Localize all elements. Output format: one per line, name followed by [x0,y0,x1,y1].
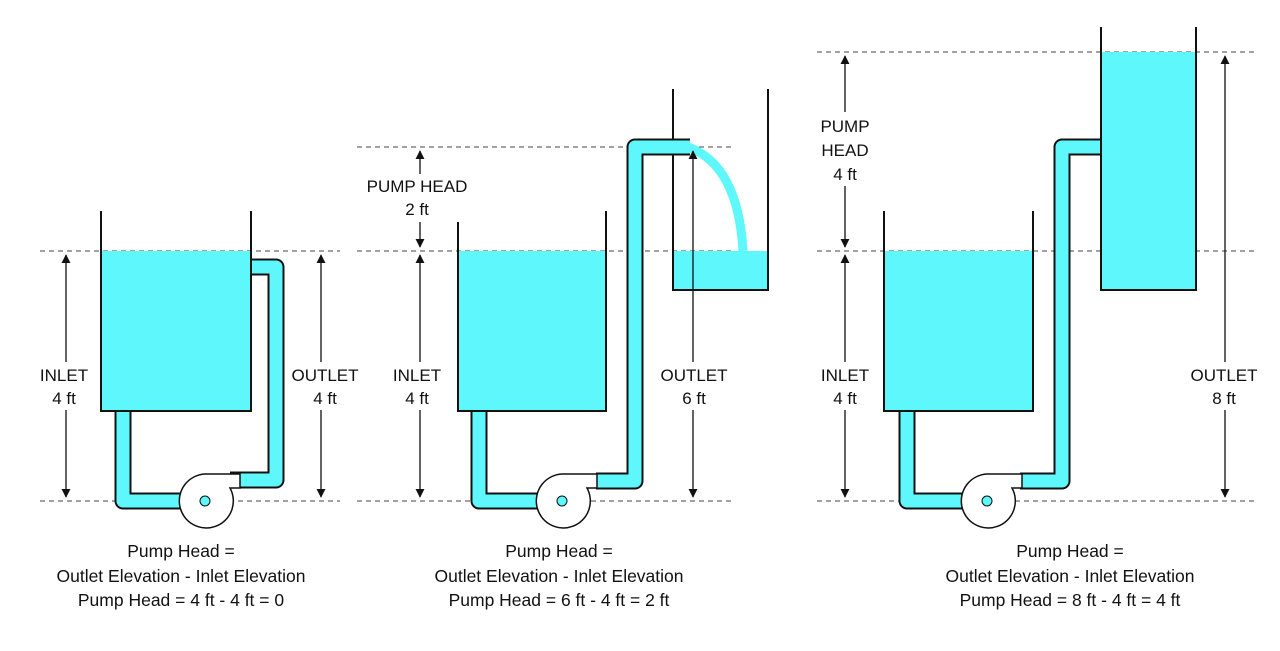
pump-head-value: 2 ft [405,200,429,219]
pump-head-label-2: HEAD [821,141,868,160]
outlet-label: OUTLET [1190,366,1257,385]
inlet-label: INLET [40,366,88,385]
caption-line-3: Pump Head = 8 ft - 4 ft = 4 ft [960,590,1181,610]
outlet-value: 4 ft [313,389,337,408]
water-stream [686,142,748,252]
outlet-tank [1100,27,1197,291]
panel-1: INLET 4 ft OUTLET 4 ft Pump Head = Outle… [36,211,359,610]
panel-2: PUMP HEAD 2 ft INLET 4 ft OUTLET 6 ft Pu… [357,89,769,610]
outlet-tank [672,89,769,291]
pump [535,473,598,529]
inlet-tank [883,211,1034,412]
inlet-pipe [898,411,987,510]
caption-line-2: Outlet Elevation - Inlet Elevation [56,566,305,586]
pump-head-value: 4 ft [833,165,857,184]
caption-line-1: Pump Head = [505,541,613,561]
outlet-pipe [596,138,690,490]
caption-line-2: Outlet Elevation - Inlet Elevation [945,566,1194,586]
outlet-value: 8 ft [1212,389,1236,408]
inlet-label: INLET [393,366,441,385]
inlet-tank [457,211,607,412]
caption-line-3: Pump Head = 4 ft - 4 ft = 0 [78,590,284,610]
pump-head-label: PUMP HEAD [367,177,468,196]
caption-line-2: Outlet Elevation - Inlet Elevation [434,566,683,586]
pump-head-label-1: PUMP [820,117,869,136]
inlet-value: 4 ft [405,389,429,408]
inlet-pipe [470,411,562,510]
inlet-label: INLET [821,366,869,385]
inlet-tank [100,211,252,412]
inlet-value: 4 ft [833,389,857,408]
outlet-value: 6 ft [682,389,706,408]
pump [178,473,241,529]
outlet-label: OUTLET [660,366,727,385]
outlet-pipe [1020,138,1102,490]
panel-3: PUMP HEAD 4 ft INLET 4 ft OUTLET 8 ft Pu… [812,27,1262,610]
pump [960,473,1023,529]
outlet-label: OUTLET [291,366,358,385]
caption-line-1: Pump Head = [1016,541,1124,561]
inlet-pipe [114,411,205,510]
caption-line-1: Pump Head = [127,541,235,561]
caption-line-3: Pump Head = 6 ft - 4 ft = 2 ft [449,590,670,610]
outlet-pipe [230,258,285,489]
inlet-value: 4 ft [52,389,76,408]
